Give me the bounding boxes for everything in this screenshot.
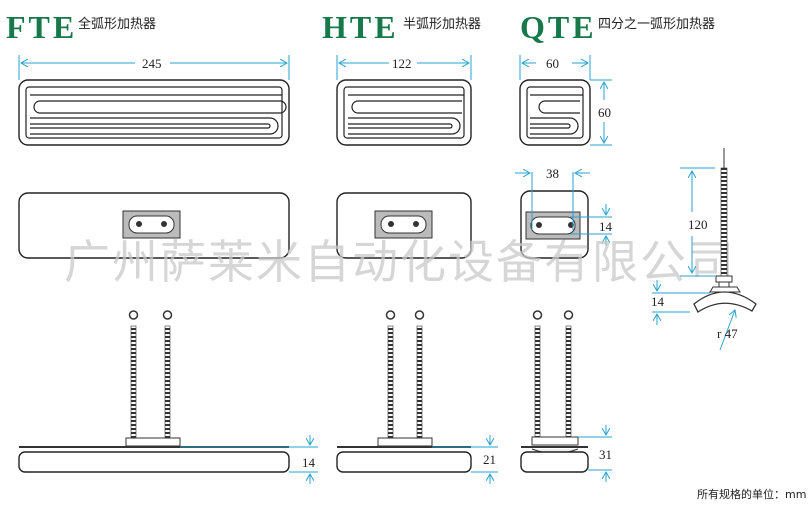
fte-side-view <box>18 310 318 484</box>
fte-bottom-view <box>18 192 290 259</box>
model-code-fte: FTE <box>6 9 77 45</box>
radius-label: r 47 <box>717 326 738 341</box>
model-code-hte: HTE <box>322 9 399 45</box>
qte-terminal-spacing-label: 38 <box>546 166 559 181</box>
qte-height-label: 31 <box>599 447 612 462</box>
hte-width-label: 122 <box>392 56 412 71</box>
qte-side-view <box>520 310 612 482</box>
fte-width-label: 245 <box>142 56 162 71</box>
fte-height-label: 14 <box>302 455 316 470</box>
qte-length-label: 60 <box>598 105 611 120</box>
watermark: 广州萨莱米自动化设备有限公司 <box>64 235 736 289</box>
hte-bottom-view <box>336 192 472 259</box>
model-name-qte: 四分之一弧形加热器 <box>598 17 715 32</box>
fte-top-view <box>18 55 290 146</box>
base-thickness-label: 14 <box>651 294 665 309</box>
model-name-fte: 全弧形加热器 <box>78 16 156 32</box>
hte-height-label: 21 <box>483 452 496 467</box>
model-code-qte: QTE <box>520 9 597 45</box>
qte-width-label: 60 <box>546 56 559 71</box>
qte-profile-detail <box>652 148 757 351</box>
qte-top-view <box>519 55 612 146</box>
qte-terminal-height-label: 14 <box>599 219 613 234</box>
units-note: 所有规格的单位：mm <box>697 487 806 501</box>
wire-length-label: 120 <box>688 217 708 232</box>
hte-top-view <box>336 55 472 146</box>
model-name-hte: 半弧形加热器 <box>403 17 481 32</box>
hte-side-view <box>336 310 498 484</box>
qte-bottom-view <box>515 172 612 259</box>
